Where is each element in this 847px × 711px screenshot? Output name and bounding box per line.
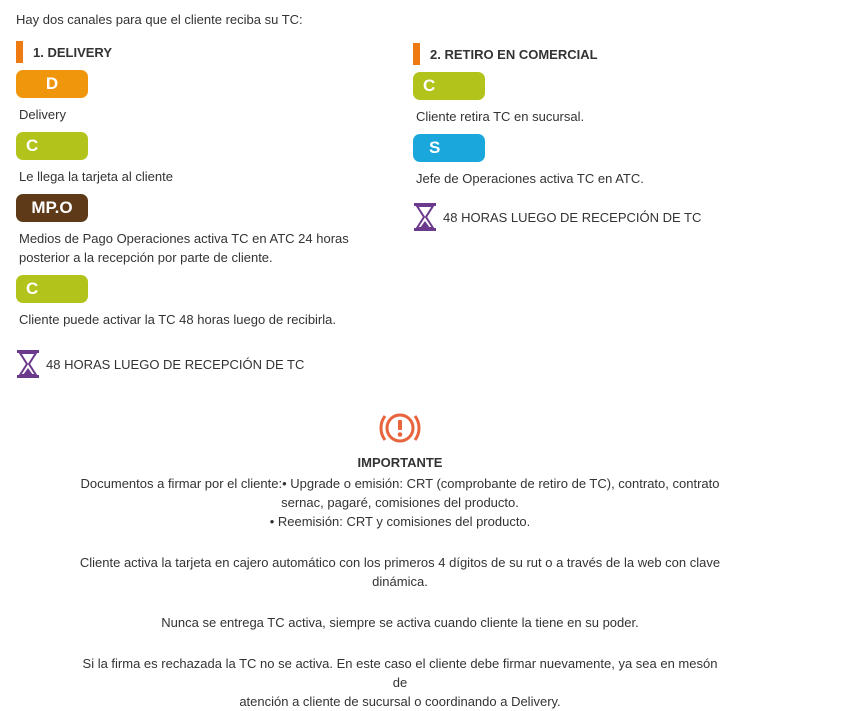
hours-text: 48 HORAS LUEGO DE RECEPCIÓN DE TC bbox=[443, 209, 702, 225]
retiro-hours: 48 HORAS LUEGO DE RECEPCIÓN DE TC bbox=[413, 202, 813, 232]
documents-line: • Reemisión: CRT y comisiones del produc… bbox=[269, 514, 531, 529]
documents-line: Documentos a firmar por el cliente:• Upg… bbox=[80, 476, 720, 491]
step-text: Cliente puede activar la TC 48 horas lue… bbox=[19, 312, 336, 327]
badge-c: C bbox=[16, 132, 88, 160]
alert-icon bbox=[379, 413, 421, 443]
step-text-line: Medios de Pago Operaciones activa TC en … bbox=[19, 231, 349, 246]
badge-mpo: MP.O bbox=[16, 194, 88, 222]
step-text: Le llega la tarjeta al cliente bbox=[19, 169, 173, 184]
retiro-step-2: S Jefe de Operaciones activa TC en ATC. bbox=[413, 134, 813, 188]
documents-paragraph: Documentos a firmar por el cliente:• Upg… bbox=[74, 474, 726, 531]
hourglass-icon bbox=[414, 203, 436, 231]
delivery-step-1: D Delivery bbox=[16, 70, 376, 124]
step-text: Medios de Pago Operaciones activa TC en … bbox=[19, 229, 376, 267]
documents-line: sernac, pagaré, comisiones del producto. bbox=[281, 495, 519, 510]
delivery-title: 1. DELIVERY bbox=[33, 44, 112, 60]
activation-paragraph: Cliente activa la tarjeta en cajero auto… bbox=[74, 553, 726, 591]
badge-c: C bbox=[413, 72, 485, 100]
step-text: Jefe de Operaciones activa TC en ATC. bbox=[416, 171, 644, 186]
badge-c: C bbox=[16, 275, 88, 303]
step-text-line: posterior a la recepción por parte de cl… bbox=[19, 250, 273, 265]
accent-bar bbox=[16, 41, 23, 63]
retiro-header: 2. RETIRO EN COMERCIAL bbox=[413, 42, 813, 66]
activation-line: Cliente activa la tarjeta en cajero auto… bbox=[79, 555, 721, 570]
delivery-step-3: MP.O Medios de Pago Operaciones activa T… bbox=[16, 194, 376, 267]
delivery-header: 1. DELIVERY bbox=[16, 40, 376, 64]
retiro-step-1: C Cliente retira TC en sucursal. bbox=[413, 72, 813, 126]
hours-text: 48 HORAS LUEGO DE RECEPCIÓN DE TC bbox=[46, 356, 305, 372]
delivery-step-2: C Le llega la tarjeta al cliente bbox=[16, 132, 376, 186]
retiro-section: 2. RETIRO EN COMERCIAL C Cliente retira … bbox=[413, 42, 813, 232]
badge-d: D bbox=[16, 70, 88, 98]
activation-line: dinámica. bbox=[372, 574, 428, 589]
delivery-section: 1. DELIVERY D Delivery C Le llega la tar… bbox=[16, 40, 376, 379]
important-title: IMPORTANTE bbox=[357, 455, 443, 470]
badge-s: S bbox=[413, 134, 485, 162]
signature-paragraph: Si la firma es rechazada la TC no se act… bbox=[74, 654, 726, 711]
delivery-step-4: C Cliente puede activar la TC 48 horas l… bbox=[16, 275, 376, 329]
accent-bar bbox=[413, 43, 420, 65]
step-text: Cliente retira TC en sucursal. bbox=[416, 109, 585, 124]
hourglass-icon bbox=[17, 350, 39, 378]
signature-line: atención a cliente de sucursal o coordin… bbox=[239, 694, 561, 709]
delivery-hours: 48 HORAS LUEGO DE RECEPCIÓN DE TC bbox=[16, 349, 376, 379]
retiro-title: 2. RETIRO EN COMERCIAL bbox=[430, 46, 598, 62]
never-active-paragraph: Nunca se entrega TC activa, siempre se a… bbox=[161, 615, 639, 630]
important-section: IMPORTANTE Documentos a firmar por el cl… bbox=[60, 408, 740, 711]
intro-text: Hay dos canales para que el cliente reci… bbox=[16, 12, 303, 27]
signature-line: Si la firma es rechazada la TC no se act… bbox=[82, 656, 718, 690]
step-text: Delivery bbox=[19, 107, 66, 122]
